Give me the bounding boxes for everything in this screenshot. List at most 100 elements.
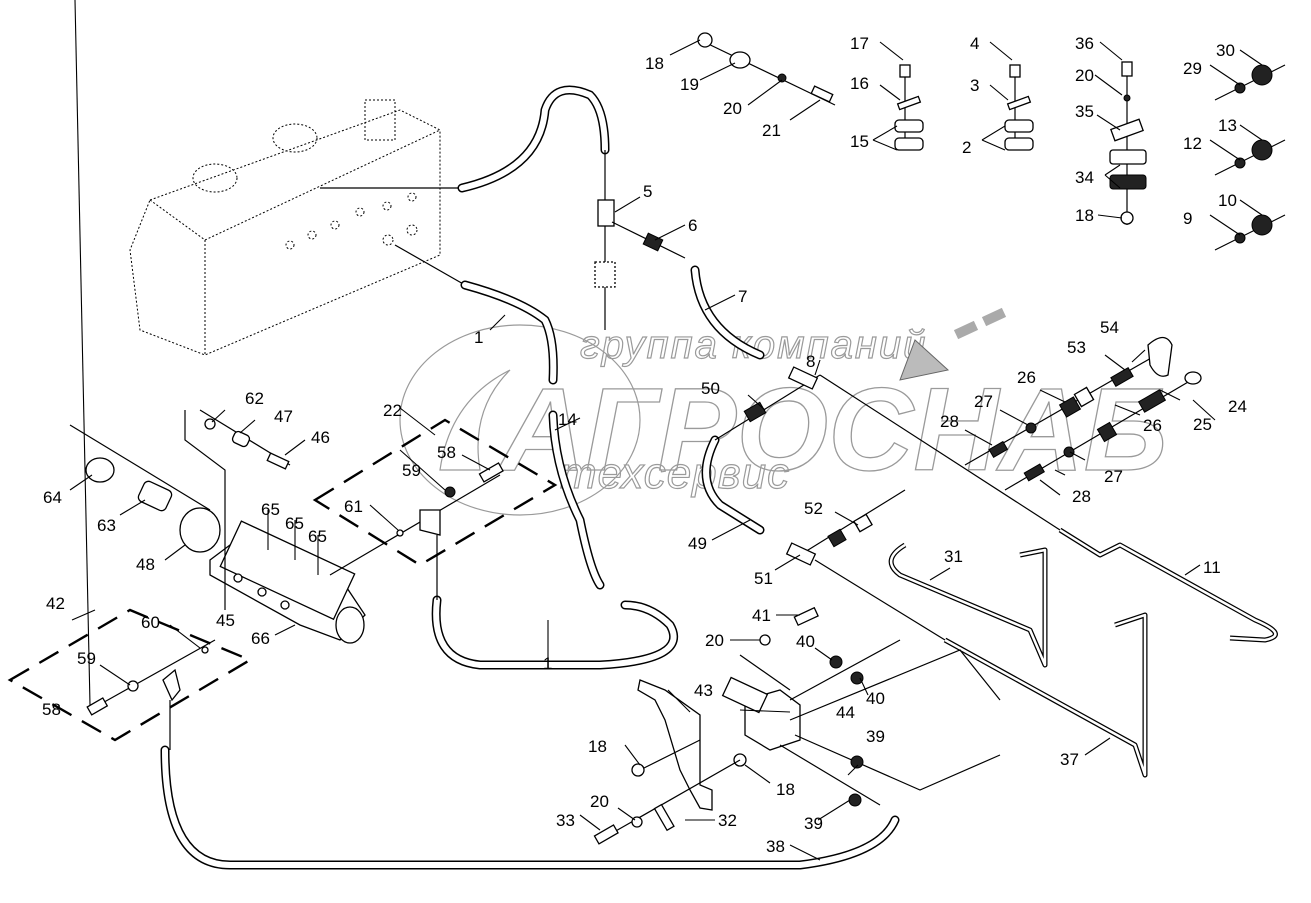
callout-26: 26 bbox=[1143, 416, 1162, 435]
fittings bbox=[69, 32, 1286, 845]
callout-4: 4 bbox=[970, 34, 979, 53]
callout-18: 18 bbox=[645, 54, 664, 73]
callout-64: 64 bbox=[43, 488, 62, 507]
watermark-arrow-icon bbox=[899, 339, 950, 381]
hose-38 bbox=[160, 745, 900, 870]
callout-38: 38 bbox=[766, 837, 785, 856]
callout-labels: 1 1 2 3 4 5 6 7 8 9 10 11 12 13 14 15 16… bbox=[42, 34, 1247, 856]
callout-43: 43 bbox=[694, 681, 713, 700]
watermark-line3: техсервис bbox=[560, 449, 790, 498]
callout-49: 49 bbox=[688, 534, 707, 553]
callout-26: 26 bbox=[1017, 368, 1036, 387]
callout-22: 22 bbox=[383, 401, 402, 420]
callout-53: 53 bbox=[1067, 338, 1086, 357]
callout-6: 6 bbox=[688, 216, 697, 235]
tube-11 bbox=[1058, 527, 1278, 643]
callout-18: 18 bbox=[1075, 206, 1094, 225]
watermark-logo-leaf bbox=[439, 369, 511, 471]
callout-58: 58 bbox=[42, 700, 61, 719]
callout-13: 13 bbox=[1218, 116, 1237, 135]
callout-44: 44 bbox=[836, 703, 855, 722]
tubes bbox=[814, 374, 1278, 778]
callout-33: 33 bbox=[556, 811, 575, 830]
callout-20: 20 bbox=[705, 631, 724, 650]
callout-46: 46 bbox=[311, 428, 330, 447]
leader-lines bbox=[69, 0, 1263, 861]
callout-39: 39 bbox=[804, 814, 823, 833]
callout-19: 19 bbox=[680, 75, 699, 94]
callout-65: 65 bbox=[285, 514, 304, 533]
gear-pump bbox=[184, 410, 366, 644]
callout-20: 20 bbox=[590, 792, 609, 811]
assembly-box-42 bbox=[7, 608, 253, 742]
callout-51: 51 bbox=[754, 569, 773, 588]
callout-11: 11 bbox=[1203, 558, 1221, 577]
callout-18: 18 bbox=[776, 780, 795, 799]
callout-42: 42 bbox=[46, 594, 65, 613]
callout-10: 10 bbox=[1218, 191, 1237, 210]
callout-45: 45 bbox=[216, 611, 235, 630]
watermark: группа компаний АГРОСНАБ техсервис bbox=[399, 307, 1168, 516]
callout-50: 50 bbox=[701, 379, 720, 398]
callout-48: 48 bbox=[136, 555, 155, 574]
callout-2: 2 bbox=[962, 138, 971, 157]
callout-34: 34 bbox=[1075, 168, 1094, 187]
callout-58: 58 bbox=[437, 443, 456, 462]
callout-40: 40 bbox=[866, 689, 885, 708]
watermark-line2: АГРОСНАБ bbox=[497, 364, 1167, 496]
callout-15: 15 bbox=[850, 132, 869, 151]
callout-66: 66 bbox=[251, 629, 270, 648]
watermark-line1: группа компаний bbox=[580, 323, 927, 367]
callout-59: 59 bbox=[77, 649, 96, 668]
callout-35: 35 bbox=[1075, 102, 1094, 121]
callout-20: 20 bbox=[723, 99, 742, 118]
callout-47: 47 bbox=[274, 407, 293, 426]
callout-8: 8 bbox=[806, 352, 815, 371]
callout-30: 30 bbox=[1216, 41, 1235, 60]
watermark-logo-ring bbox=[399, 324, 641, 516]
callout-5: 5 bbox=[643, 182, 652, 201]
callout-52: 52 bbox=[804, 499, 823, 518]
callout-29: 29 bbox=[1183, 59, 1202, 78]
callout-3: 3 bbox=[970, 76, 979, 95]
callout-17: 17 bbox=[850, 34, 869, 53]
callout-65: 65 bbox=[261, 500, 280, 519]
callout-41: 41 bbox=[752, 606, 771, 625]
callout-36: 36 bbox=[1075, 34, 1094, 53]
callout-7: 7 bbox=[738, 287, 747, 306]
callout-1: 1 bbox=[543, 654, 552, 673]
watermark-stripe-icon bbox=[981, 307, 1007, 327]
callout-62: 62 bbox=[245, 389, 264, 408]
callout-28: 28 bbox=[940, 412, 959, 431]
callout-60: 60 bbox=[141, 613, 160, 632]
callout-21: 21 bbox=[762, 121, 781, 140]
callout-39: 39 bbox=[866, 727, 885, 746]
callout-20: 20 bbox=[1075, 66, 1094, 85]
callout-37: 37 bbox=[1060, 750, 1079, 769]
callout-27: 27 bbox=[974, 392, 993, 411]
callout-9: 9 bbox=[1183, 209, 1192, 228]
callout-14: 14 bbox=[558, 410, 577, 429]
callout-61: 61 bbox=[344, 497, 363, 516]
callout-27: 27 bbox=[1104, 467, 1123, 486]
hoses bbox=[160, 85, 900, 870]
callout-31: 31 bbox=[944, 547, 963, 566]
callout-32: 32 bbox=[718, 811, 737, 830]
callout-28: 28 bbox=[1072, 487, 1091, 506]
callout-1: 1 bbox=[474, 328, 483, 347]
callout-59: 59 bbox=[402, 461, 421, 480]
callout-12: 12 bbox=[1183, 134, 1202, 153]
callout-25: 25 bbox=[1193, 415, 1212, 434]
callout-24: 24 bbox=[1228, 397, 1247, 416]
callout-54: 54 bbox=[1100, 318, 1119, 337]
watermark-stripe-icon bbox=[953, 320, 979, 340]
callout-40: 40 bbox=[796, 632, 815, 651]
callout-18: 18 bbox=[588, 737, 607, 756]
callout-65: 65 bbox=[308, 527, 327, 546]
callout-16: 16 bbox=[850, 74, 869, 93]
callout-63: 63 bbox=[97, 516, 116, 535]
hose-1-lower bbox=[431, 595, 679, 670]
hydraulic-tank bbox=[129, 99, 441, 356]
hose-return-top bbox=[457, 85, 610, 193]
